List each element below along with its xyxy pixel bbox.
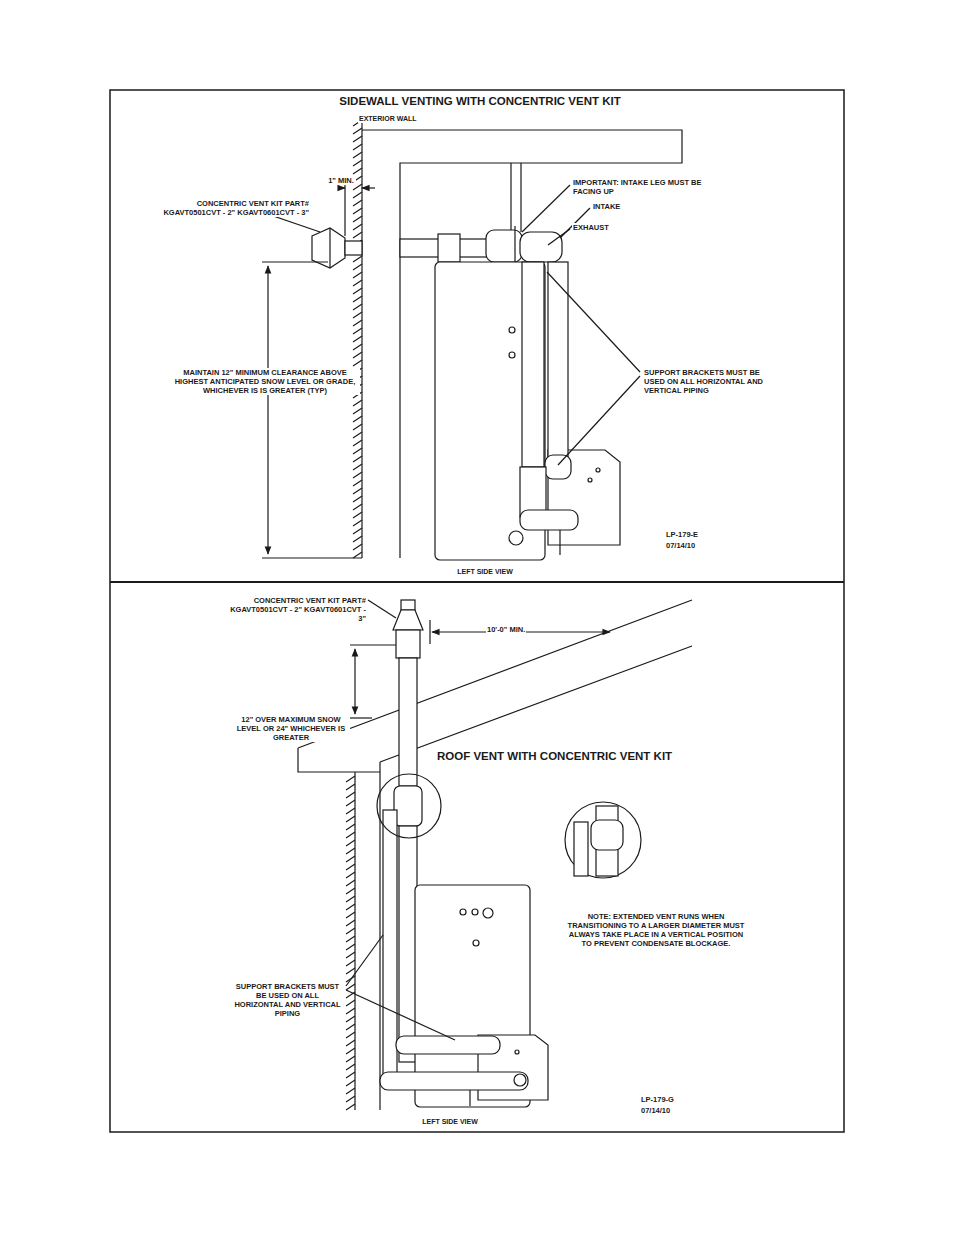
roof	[298, 600, 692, 772]
elbow	[486, 230, 522, 262]
part-callout: INTAKE	[592, 202, 621, 211]
clearance-dimension	[267, 266, 268, 554]
dimension-note: MAINTAIN 12" MINIMUM CLEARANCE ABOVE HIG…	[170, 368, 360, 395]
dimension-label: 1" MIN.	[326, 176, 356, 185]
wall-hatch	[346, 776, 355, 1110]
divider	[110, 581, 844, 583]
view-label: LEFT SIDE VIEW	[440, 568, 530, 576]
note-callout: SUPPORT BRACKETS MUST BE USED ON ALL HOR…	[230, 982, 345, 1018]
panel-title: SIDEWALL VENTING WITH CONCENTRIC VENT KI…	[280, 95, 680, 109]
panel-title: ROOF VENT WITH CONCENTRIC VENT KIT	[436, 750, 673, 764]
note-callout: IMPORTANT: INTAKE LEG MUST BE FACING UP	[572, 178, 732, 196]
dimension-note: 12" OVER MAXIMUM SNOW LEVEL OR 24" WHICH…	[232, 715, 350, 742]
exhaust-pipe	[522, 262, 544, 467]
drawing-number: LP-179-G	[640, 1095, 675, 1104]
drawing-date: 07/14/10	[640, 1106, 671, 1115]
note-callout: SUPPORT BRACKETS MUST BE USED ON ALL HOR…	[643, 368, 768, 395]
part-callout: CONCENTRIC VENT KIT PART# KGAVT0501CVT -…	[225, 596, 367, 623]
snow-dimension	[354, 649, 355, 714]
intake-elbow	[520, 232, 562, 262]
detail-magnified	[565, 802, 641, 878]
drawing-date: 07/14/10	[665, 541, 696, 550]
part-callout: EXHAUST	[572, 223, 610, 232]
intake-pipe	[383, 810, 397, 1080]
exterior-wall	[354, 772, 355, 1110]
exterior-wall	[361, 115, 362, 558]
drawing-number: LP-179-E	[665, 530, 699, 539]
dimension-label: 10'-0" MIN.	[486, 625, 526, 634]
wall-hatch	[353, 120, 362, 558]
frame	[110, 90, 844, 1132]
view-label: LEFT SIDE VIEW	[405, 1118, 495, 1126]
concentric-vent-cap	[393, 610, 423, 630]
wall-label: EXTERIOR WALL	[358, 115, 418, 123]
vent-pipe	[399, 658, 417, 786]
detail-circle	[377, 774, 441, 838]
note-text: NOTE: EXTENDED VENT RUNS WHEN TRANSITION…	[562, 912, 750, 948]
part-callout: CONCENTRIC VENT KIT PART# KGAVT0501CVT -…	[150, 199, 310, 217]
